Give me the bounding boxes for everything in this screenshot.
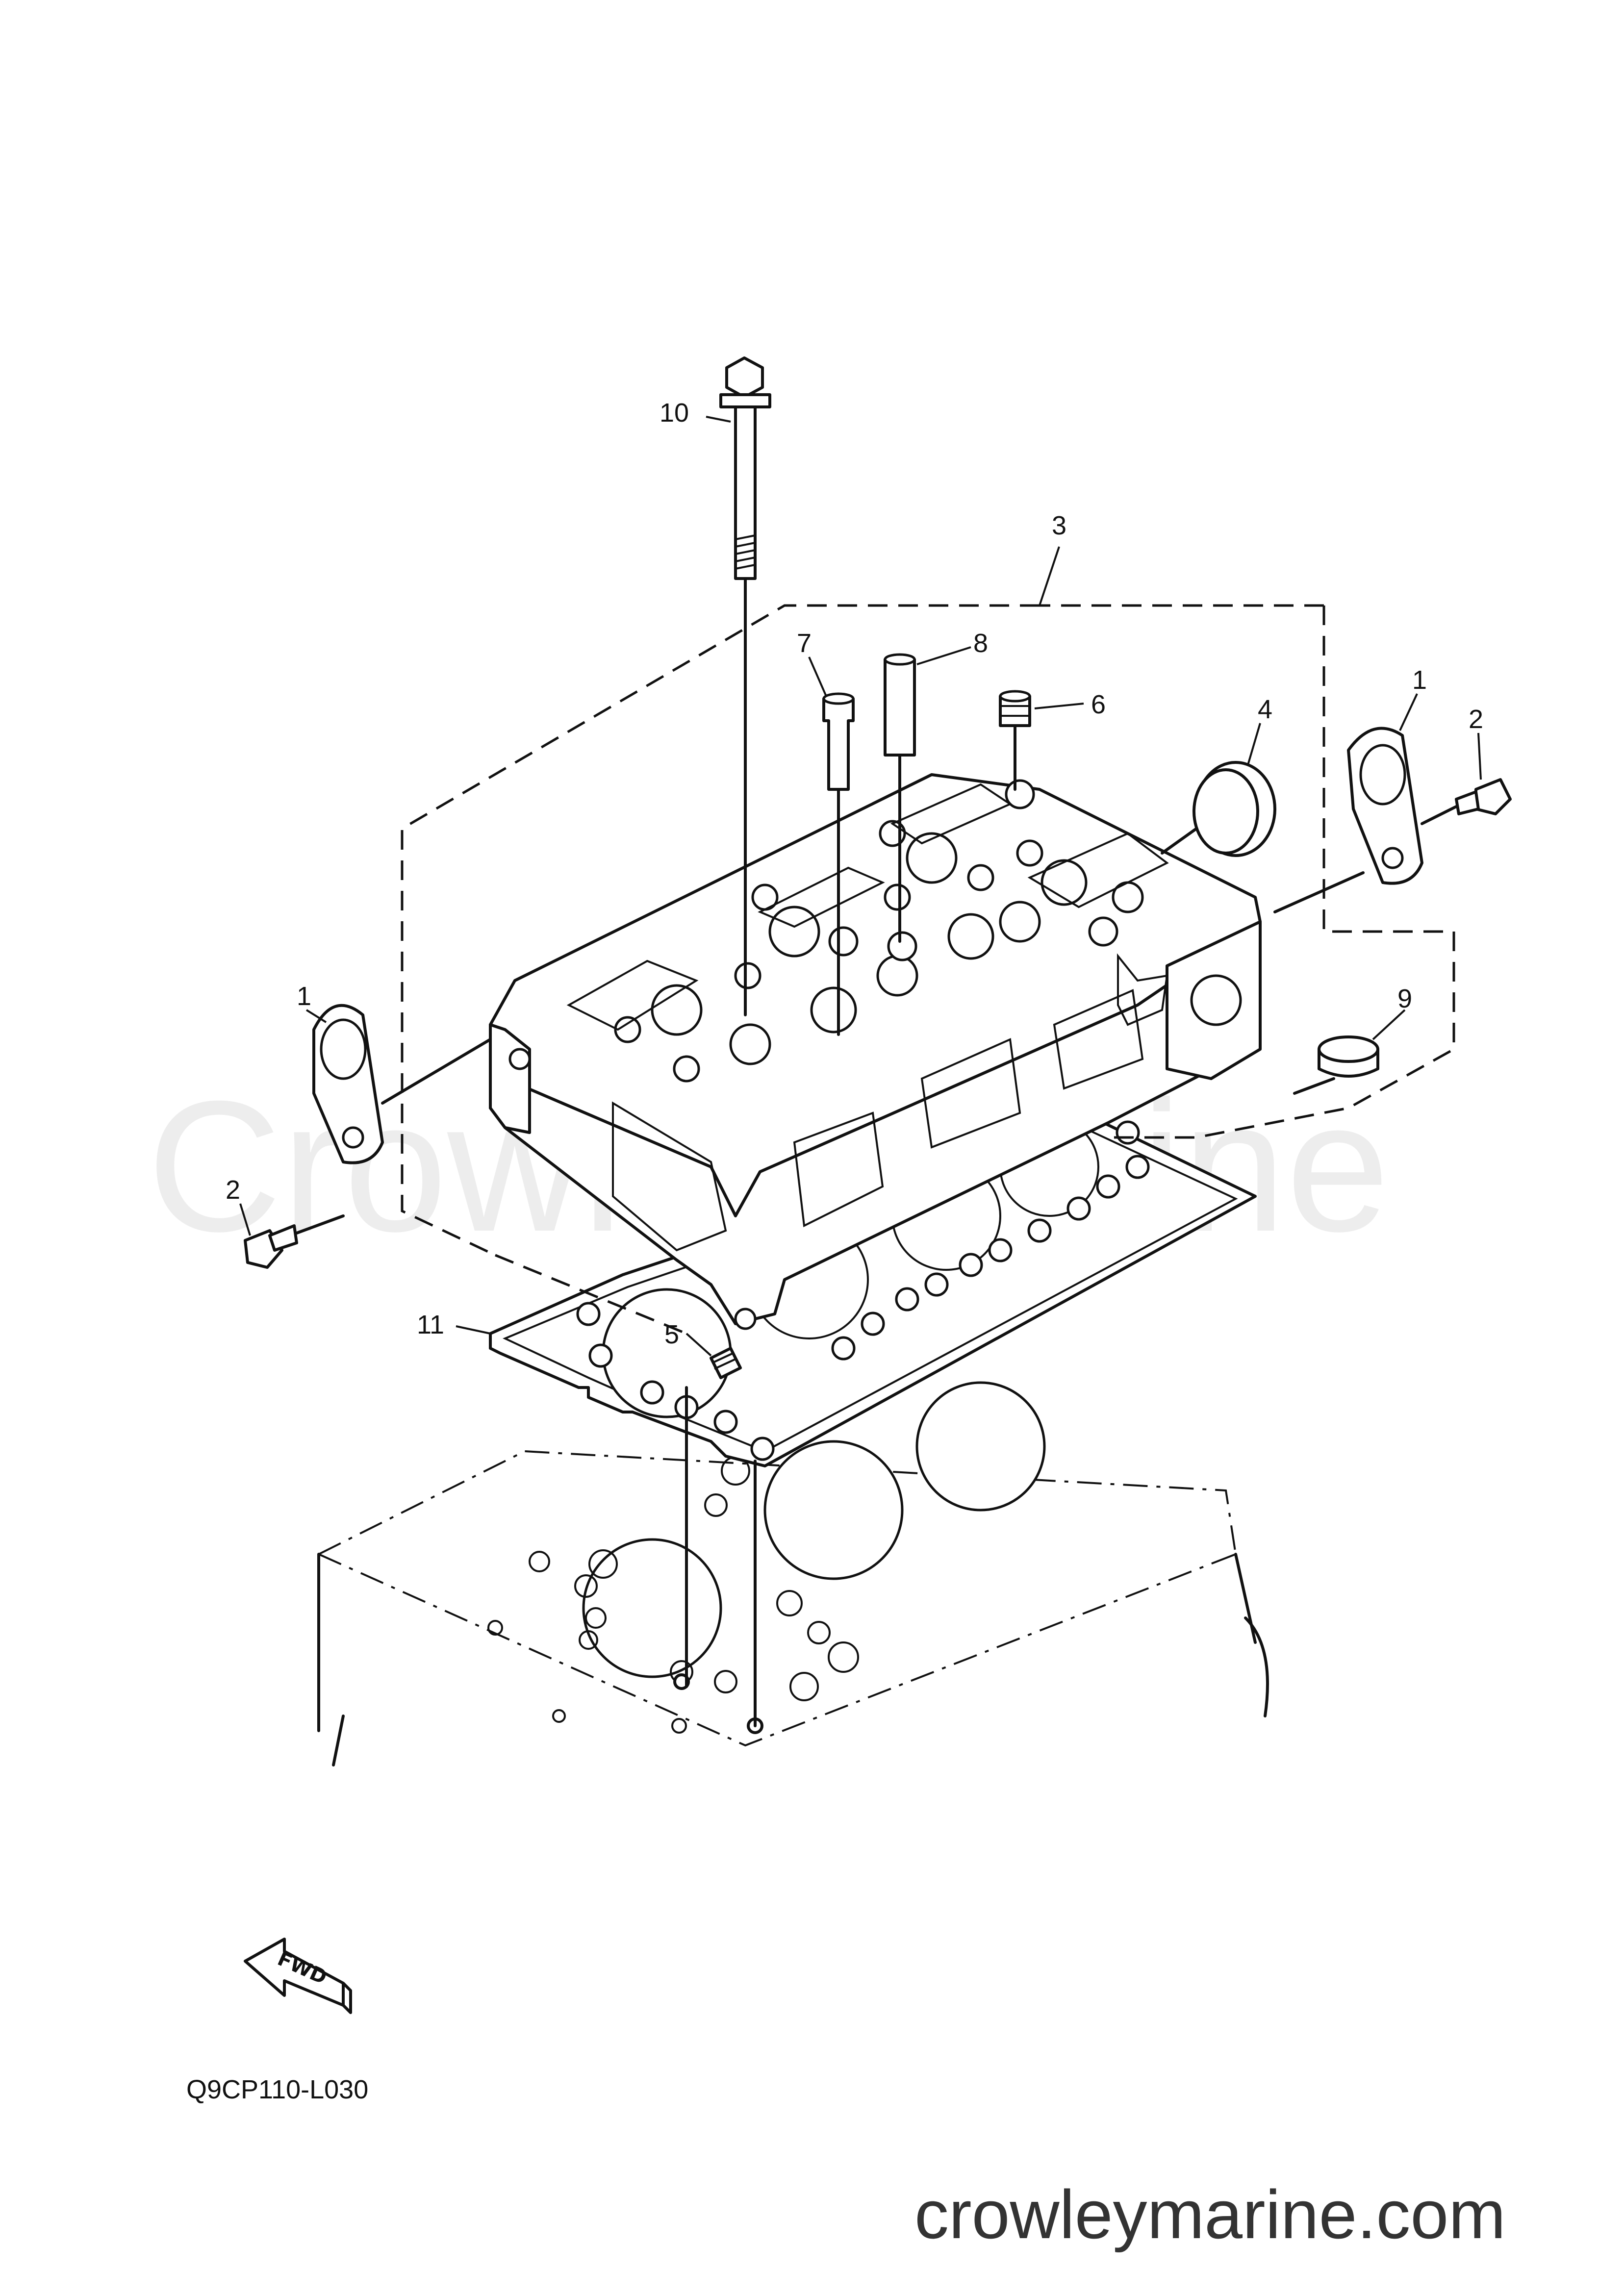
leader-lines: [239, 416, 1482, 1357]
callout-3: 3: [1052, 511, 1066, 540]
bracket-right: [1273, 727, 1423, 913]
callout-5: 5: [664, 1320, 679, 1349]
callout-2-right: 2: [1469, 705, 1483, 734]
callout-9: 9: [1397, 984, 1412, 1013]
fwd-arrow-icon: FWD: [244, 1938, 352, 2014]
valve-guide-8: [884, 653, 916, 943]
bracket-left: [312, 1004, 492, 1164]
plug-6: [999, 690, 1031, 791]
callout-4: 4: [1258, 695, 1272, 724]
callout-10: 10: [660, 398, 689, 428]
bolt-right: [1421, 778, 1512, 825]
callout-2-left: 2: [226, 1175, 240, 1205]
head-bolt: [719, 356, 771, 1016]
cylinder-head: [489, 773, 1262, 1330]
callout-1-left: 1: [297, 982, 311, 1011]
site-url: crowleymarine.com: [914, 2176, 1506, 2253]
callout-11: 11: [417, 1310, 444, 1339]
diagram-code: Q9CP110-L030: [186, 2075, 368, 2104]
callout-1-right: 1: [1412, 665, 1427, 695]
callout-6: 6: [1091, 690, 1106, 719]
callout-7: 7: [797, 629, 812, 658]
bolt-left: [244, 1214, 345, 1269]
cap-4: [1161, 761, 1276, 857]
cap-9: [1293, 1035, 1379, 1095]
valve-guide-7: [822, 692, 855, 1036]
callout-8: 8: [973, 629, 988, 658]
dowel-pin: [685, 1347, 757, 1727]
